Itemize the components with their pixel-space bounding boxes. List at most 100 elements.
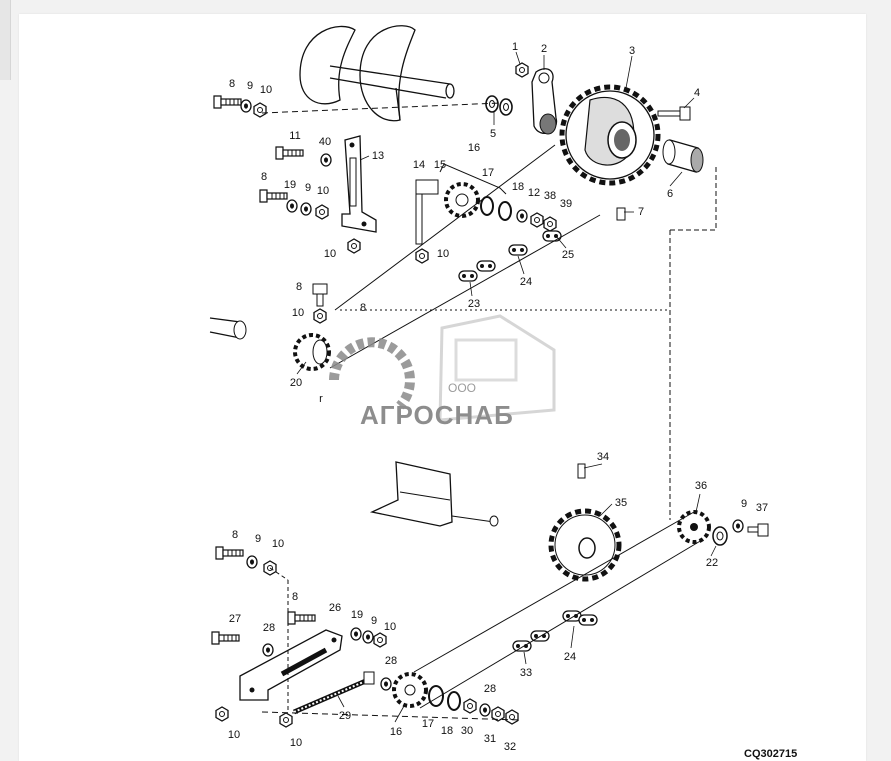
- nut-10: [415, 248, 429, 264]
- nut-39: [543, 216, 557, 232]
- callout-26: 26: [329, 602, 341, 614]
- callout-8: 8: [360, 302, 366, 314]
- chain-path-lines: [261, 102, 717, 520]
- callout-32: 32: [504, 741, 516, 753]
- bolt-8: [259, 189, 288, 203]
- callout-25: 25: [562, 249, 574, 261]
- pin-34: [577, 463, 586, 479]
- nut-38: [530, 212, 544, 228]
- washer-9: [240, 99, 252, 113]
- callout-2: 2: [541, 43, 547, 55]
- bolt-37: [747, 523, 769, 537]
- callout-17: 17: [422, 718, 434, 730]
- bolt-8: [213, 95, 242, 109]
- callout-18: 18: [441, 725, 453, 737]
- watermark-prefix: ООО: [448, 381, 476, 395]
- callout-28: 28: [385, 655, 397, 667]
- callout-10: 10: [437, 248, 449, 260]
- washer-31: [479, 703, 491, 717]
- callout-11: 11: [289, 130, 300, 142]
- watermark-logo: ООО АГРОСНАБ: [329, 314, 556, 430]
- callout-6: 6: [667, 188, 673, 200]
- callout-1: 1: [512, 41, 518, 53]
- callout-28: 28: [263, 622, 275, 634]
- callout-4: 4: [694, 87, 700, 99]
- bolt-8-lower: [312, 283, 328, 307]
- washer-19: [350, 627, 362, 641]
- callout-28: 28: [484, 683, 496, 695]
- callout-37: 37: [756, 502, 768, 514]
- bracket-26: [239, 629, 343, 701]
- callout-19: 19: [284, 179, 296, 191]
- leader-lines: [296, 51, 717, 723]
- callout-20: 20: [290, 377, 302, 389]
- callout-7: 7: [638, 206, 644, 218]
- tension-rod-29: [293, 671, 375, 715]
- callout-31: 31: [484, 733, 496, 745]
- callout-10: 10: [260, 84, 272, 96]
- callout-35: 35: [615, 497, 627, 509]
- callout-36: 36: [695, 480, 707, 492]
- nut-10: [315, 204, 329, 220]
- callout-38: 38: [544, 190, 556, 202]
- callout-16: 16: [390, 726, 402, 738]
- bolt-8: [287, 611, 316, 625]
- callout-12: 12: [528, 187, 540, 199]
- nut-10: [279, 712, 293, 728]
- sprocket-16-lower: [392, 672, 461, 711]
- shield-plate: [369, 461, 499, 527]
- callout-16: 16: [468, 142, 480, 154]
- callout-34: 34: [597, 451, 609, 463]
- callout-10: 10: [324, 248, 336, 260]
- callout-labels: 1 2 3 4 5 6 7 8 9 10 11 40 13 14 15 16 1…: [228, 41, 768, 753]
- callout-3: 3: [629, 45, 635, 57]
- callout-13: 13: [372, 150, 384, 162]
- bolt-8: [215, 546, 244, 560]
- nut-10: [313, 308, 327, 324]
- watermark-brand: АГРОСНАБ: [360, 400, 514, 430]
- nut-10: [253, 102, 267, 118]
- grease-fitting-7: [616, 207, 626, 221]
- callout-24: 24: [564, 651, 576, 663]
- bolt-11: [275, 146, 304, 160]
- callout-18: 18: [512, 181, 524, 193]
- bolt-4: [657, 106, 691, 121]
- callout-8: 8: [229, 78, 235, 90]
- callout-8: 8: [261, 171, 267, 183]
- callout-r: r: [319, 393, 323, 405]
- bushing-22: [712, 526, 728, 546]
- callout-22: 22: [706, 557, 718, 569]
- large-sprocket-3: [559, 84, 661, 186]
- callout-8: 8: [232, 529, 238, 541]
- callout-10: 10: [292, 307, 304, 319]
- callout-14: 14: [413, 159, 425, 171]
- washer-9: [732, 519, 744, 533]
- chain-links-upper: [458, 230, 562, 282]
- nut-10: [373, 632, 387, 648]
- callout-15: 15: [434, 159, 446, 171]
- nut-1: [515, 62, 529, 78]
- callout-10: 10: [272, 538, 284, 550]
- callout-8: 8: [292, 591, 298, 603]
- bracket-13: [341, 135, 377, 233]
- callout-39: 39: [560, 198, 572, 210]
- callout-9: 9: [247, 80, 253, 92]
- callout-5: 5: [490, 128, 496, 140]
- washer-28: [380, 677, 392, 691]
- sprocket-35: [548, 508, 622, 582]
- nut-10: [347, 238, 361, 254]
- washer-9: [362, 630, 374, 644]
- callout-23: 23: [468, 298, 480, 310]
- washer-28: [262, 643, 274, 657]
- callout-19: 19: [351, 609, 363, 621]
- callout-24: 24: [520, 276, 532, 288]
- washers-5: [485, 95, 513, 116]
- callout-40: 40: [319, 136, 331, 148]
- callout-27: 27: [229, 613, 241, 625]
- washer-9: [300, 202, 312, 216]
- callout-33: 33: [520, 667, 532, 679]
- washer-9: [246, 555, 258, 569]
- callout-29: 29: [339, 710, 351, 722]
- callout-10: 10: [384, 621, 396, 633]
